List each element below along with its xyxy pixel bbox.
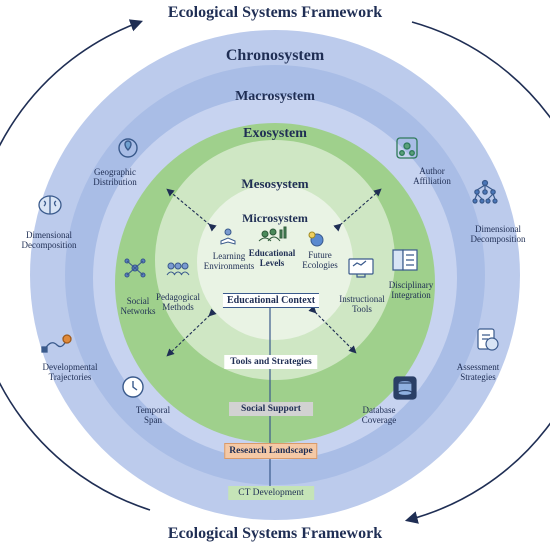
exosystem-label: Exosystem xyxy=(243,126,307,141)
database-icon xyxy=(393,376,417,400)
screen-icon xyxy=(348,258,374,278)
cycle-arc-right xyxy=(404,21,550,524)
arrow-nw xyxy=(166,188,217,232)
globe-bulb-icon xyxy=(308,231,324,247)
network-icon xyxy=(124,258,146,278)
tree-diagram-icon xyxy=(472,179,498,204)
arrow-ne xyxy=(333,188,382,232)
people-network-icon xyxy=(396,137,418,159)
brain-icon xyxy=(38,195,62,215)
reading-icon xyxy=(220,228,236,245)
teacher-students-icon xyxy=(166,262,190,276)
title-top: Ecological Systems Framework xyxy=(167,4,383,21)
macrosystem-label: Macrosystem xyxy=(235,89,315,104)
ct-development-box: CT Development xyxy=(228,486,314,500)
educational-context-label: Educational Context xyxy=(222,293,320,308)
social-support-box: Social Support xyxy=(229,402,313,416)
path-icon xyxy=(41,334,72,353)
books-icon xyxy=(392,249,418,271)
arrow-se xyxy=(308,305,357,354)
mesosystem-label: Mesosystem xyxy=(241,176,309,191)
graduates-icon xyxy=(258,226,287,242)
research-landscape-box: Research Landscape xyxy=(224,443,318,459)
microsystem-label: Microsystem xyxy=(242,211,308,225)
title-bottom: Ecological Systems Framework xyxy=(167,525,383,542)
tools-and-strategies-box: Tools and Strategies xyxy=(224,355,318,369)
assessment-icon xyxy=(477,328,499,351)
clock-icon xyxy=(122,376,144,398)
cycle-arc-left xyxy=(0,19,151,511)
map-pin-icon xyxy=(118,138,138,158)
chronosystem-label: Chronosystem xyxy=(225,47,325,64)
